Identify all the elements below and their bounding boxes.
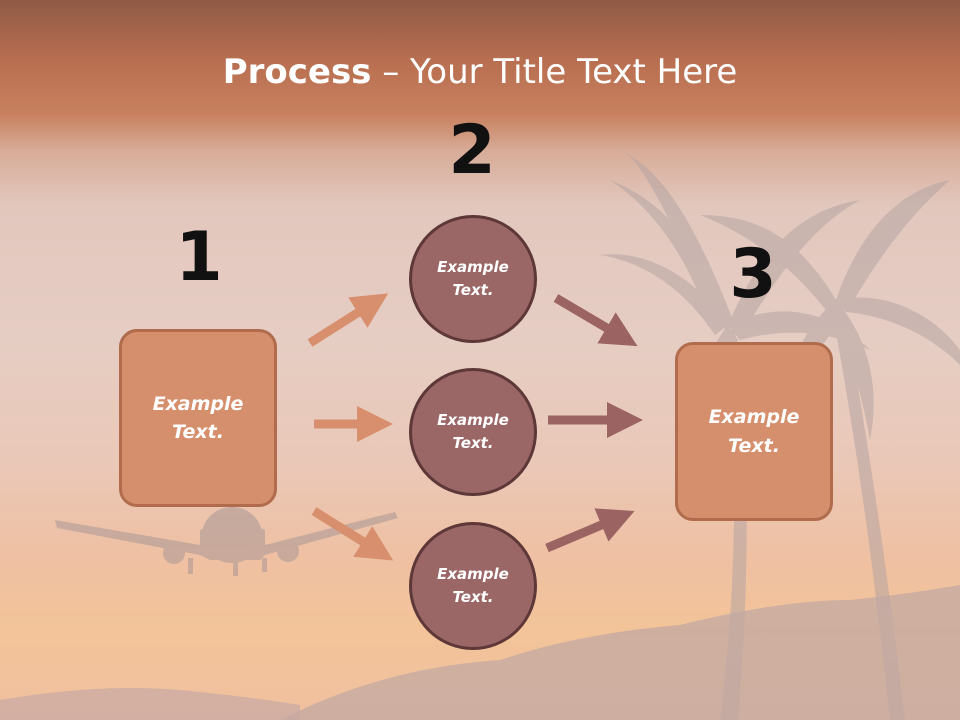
left-box-text: Example Text. — [152, 392, 244, 444]
left-step-box: Example Text. — [119, 329, 277, 507]
arrow-bottom-to-right — [545, 508, 635, 553]
airplane-silhouette — [55, 507, 398, 576]
hill-silhouette — [280, 585, 960, 720]
circle-top-text: Example Text. — [437, 257, 509, 299]
title-bold: Process — [222, 52, 372, 92]
circle-step-middle: Example Text. — [409, 368, 537, 496]
arrow-top-to-right — [553, 294, 638, 347]
circle-bottom-text: Example Text. — [437, 564, 509, 606]
circle-step-bottom: Example Text. — [409, 522, 537, 650]
step-number-1: 1 — [175, 218, 223, 297]
circle-step-top: Example Text. — [409, 215, 537, 343]
step-number-2: 2 — [448, 111, 496, 190]
palm-tree-silhouette — [600, 150, 960, 720]
step-number-3: 3 — [729, 235, 777, 314]
slide-title: Process – Your Title Text Here — [0, 52, 960, 92]
arrow-left-to-bottom — [311, 507, 394, 561]
title-rest: – Your Title Text Here — [371, 52, 738, 92]
distant-hill — [0, 688, 300, 720]
arrow-left-to-top — [307, 293, 389, 347]
right-step-box: Example Text. — [675, 342, 833, 521]
right-box-text: Example Text. — [708, 406, 800, 457]
circle-middle-text: Example Text. — [437, 410, 509, 452]
